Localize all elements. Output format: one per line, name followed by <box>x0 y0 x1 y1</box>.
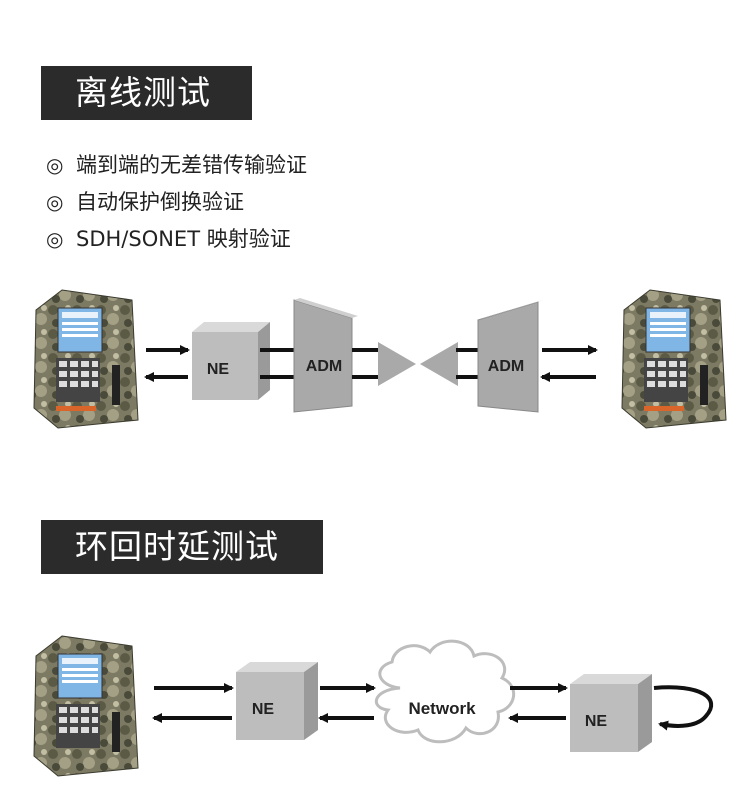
adm-right-label: ADM <box>488 358 524 375</box>
bullet-mark: ◎ <box>46 153 64 177</box>
list-item: ◎ SDH/SONET 映射验证 <box>46 221 307 258</box>
list-item-text: 自动保护倒换验证 <box>76 190 244 214</box>
offline-test-title: 离线测试 <box>41 66 252 120</box>
network-cloud-icon: Network <box>374 639 515 744</box>
feature-list: ◎ 端到端的无差错传输验证 ◎ 自动保护倒换验证 ◎ SDH/SONET 映射验证 <box>46 147 307 258</box>
optical-coupler-left <box>378 342 416 386</box>
list-item-text: SDH/SONET 映射验证 <box>76 227 291 251</box>
bullet-mark: ◎ <box>46 227 64 251</box>
tester-device-icon <box>621 289 727 429</box>
tester-device-icon <box>33 289 139 429</box>
list-item: ◎ 自动保护倒换验证 <box>46 184 307 221</box>
network-label: Network <box>408 699 476 718</box>
tester-device-icon <box>33 635 139 777</box>
adm-left-label: ADM <box>306 358 342 375</box>
optical-coupler-right <box>420 342 458 386</box>
ne-box-left: NE <box>236 662 318 740</box>
ne-box: NE <box>192 322 270 400</box>
ne-label: NE <box>207 361 230 378</box>
ne-left-label: NE <box>252 701 275 718</box>
loopback-arrow <box>653 685 714 731</box>
ne-right-label: NE <box>585 713 608 730</box>
offline-test-diagram: NE ADM ADM <box>33 289 727 429</box>
adm-left: ADM <box>293 298 358 413</box>
loopback-delay-test-title: 环回时延测试 <box>41 520 323 574</box>
list-item: ◎ 端到端的无差错传输验证 <box>46 147 307 184</box>
loopback-test-diagram: NE Network NE <box>33 635 714 777</box>
bullet-mark: ◎ <box>46 190 64 214</box>
adm-right: ADM <box>477 300 544 413</box>
ne-box-right: NE <box>570 674 652 752</box>
list-item-text: 端到端的无差错传输验证 <box>76 153 307 177</box>
